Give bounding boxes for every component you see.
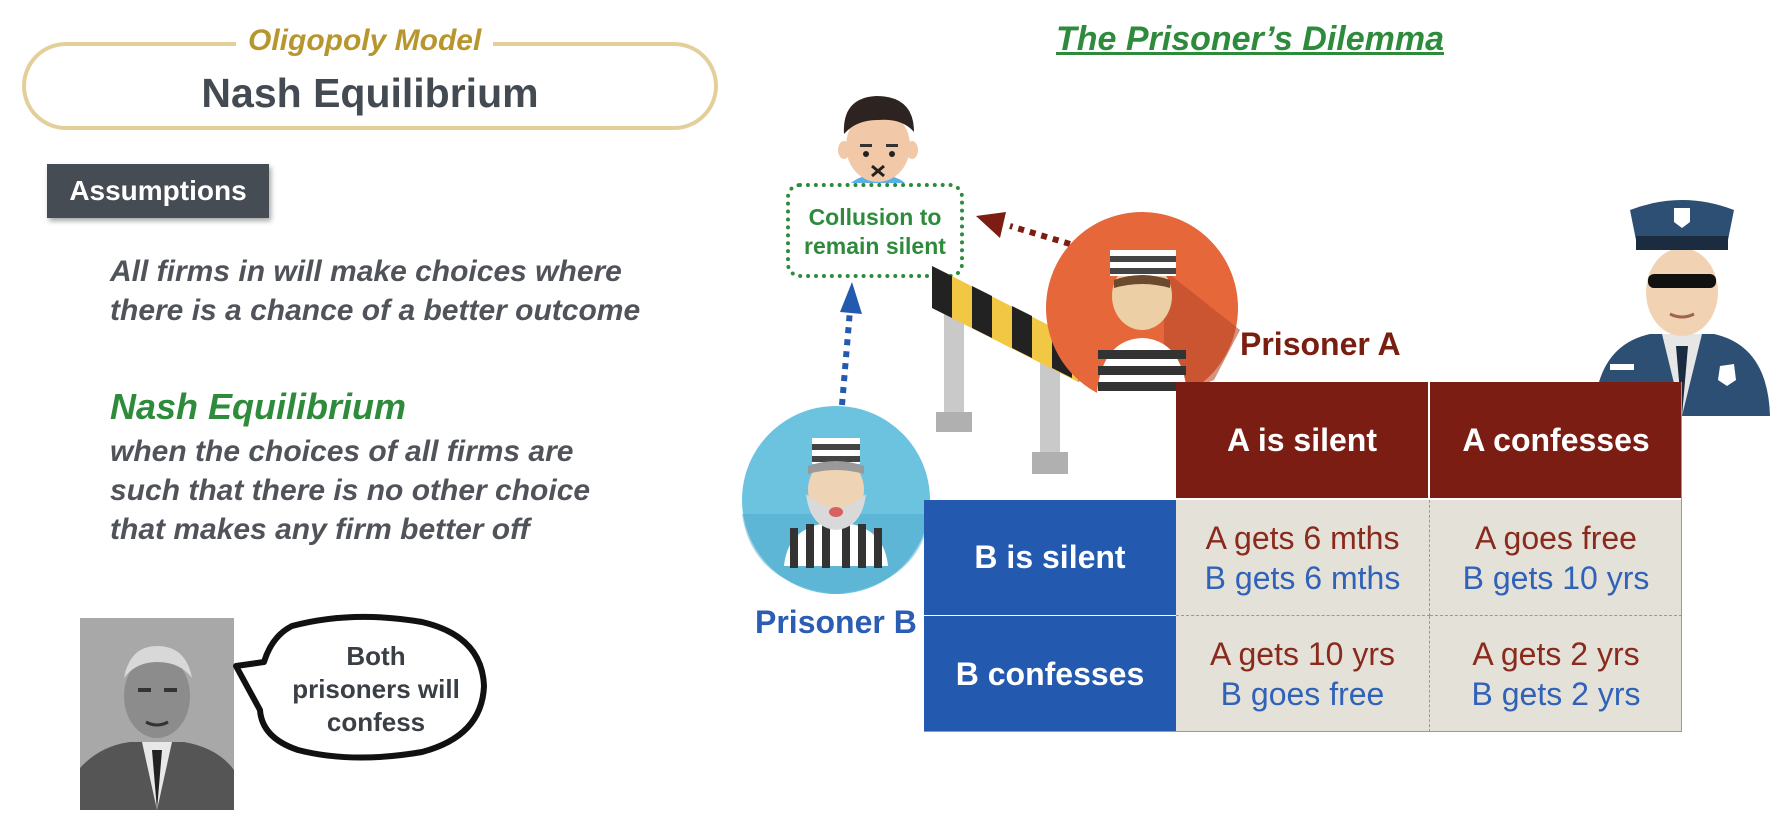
prisoner-a-arrowhead bbox=[976, 212, 1006, 238]
prisoner-a-label: Prisoner A bbox=[1240, 326, 1401, 362]
speech-line: prisoners will bbox=[292, 674, 460, 704]
prisoner-b-arrowhead bbox=[840, 282, 862, 314]
nash-line: such that there is no other choice bbox=[110, 474, 591, 507]
payoff-a: A gets 10 yrs bbox=[1210, 636, 1395, 672]
nash-definition: when the choices of all firms are such t… bbox=[110, 432, 590, 549]
column-header-a-silent: A is silent bbox=[1176, 382, 1428, 498]
assumption-text: All firms in will make choices where the… bbox=[110, 252, 640, 330]
speech-line: Both bbox=[346, 641, 406, 671]
prisoner-b-arrow bbox=[839, 309, 853, 406]
john-nash-portrait bbox=[80, 618, 234, 810]
row-header-b-silent: B is silent bbox=[924, 500, 1176, 615]
barrier-icon bbox=[932, 266, 1086, 474]
nash-line: when the choices of all firms are bbox=[110, 435, 574, 468]
payoff-b: B goes free bbox=[1220, 676, 1385, 712]
prisoner-a-arrow bbox=[1009, 223, 1071, 247]
speech-line: confess bbox=[326, 707, 426, 737]
diagram-title: The Prisoner’s Dilemma bbox=[1055, 20, 1444, 58]
payoff-b: B gets 2 yrs bbox=[1471, 676, 1641, 712]
payoff-a: A gets 2 yrs bbox=[1472, 636, 1640, 672]
assumptions-badge: Assumptions bbox=[47, 164, 269, 218]
nash-line: that makes any firm better off bbox=[110, 513, 530, 546]
collusion-line: remain silent bbox=[804, 233, 946, 259]
payoff-a: A goes free bbox=[1475, 519, 1637, 556]
assumption-line: All firms in will make choices where bbox=[110, 255, 622, 288]
payoff-a: A gets 6 mths bbox=[1205, 519, 1400, 556]
nash-heading: Nash Equilibrium bbox=[110, 386, 407, 427]
prisoner-a-avatar bbox=[1046, 212, 1240, 406]
payoff-cell: A goes free B gets 10 yrs bbox=[1430, 500, 1682, 616]
payoff-cell: A gets 2 yrs B gets 2 yrs bbox=[1430, 616, 1682, 732]
collusion-box: Collusion to remain silent bbox=[786, 183, 964, 278]
assumption-line: there is a chance of a better outcome bbox=[110, 294, 641, 327]
column-header-a-confesses: A confesses bbox=[1430, 382, 1682, 498]
prisoner-b-avatar bbox=[742, 406, 930, 594]
model-subtitle: Oligopoly Model bbox=[236, 24, 494, 58]
payoff-cell: A gets 6 mths B gets 6 mths bbox=[1176, 500, 1430, 616]
payoff-b: B gets 6 mths bbox=[1204, 559, 1401, 596]
prisoner-b-label: Prisoner B bbox=[755, 604, 917, 640]
collusion-line: Collusion to bbox=[808, 204, 942, 230]
speech-bubble bbox=[233, 613, 487, 761]
speech-text: Both prisoners will confess bbox=[266, 640, 486, 739]
payoff-cell: A gets 10 yrs B goes free bbox=[1176, 616, 1430, 732]
row-header-b-confesses: B confesses bbox=[924, 616, 1176, 732]
payoff-b: B gets 10 yrs bbox=[1462, 559, 1650, 596]
page-title: Nash Equilibrium bbox=[201, 70, 539, 116]
arrows-layer bbox=[839, 212, 1071, 406]
